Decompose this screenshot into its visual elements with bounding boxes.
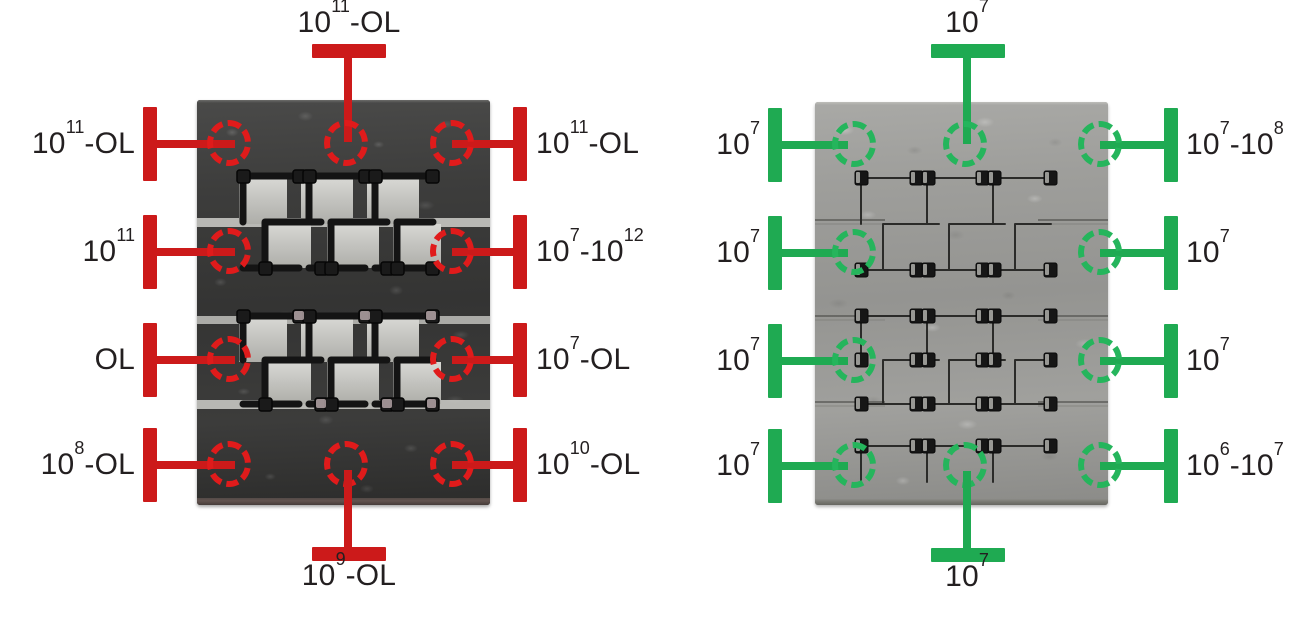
board-surface-texture xyxy=(197,100,490,505)
panel-light-board: 107 107 107-108 107 xyxy=(660,0,1313,618)
board-surface-texture xyxy=(815,102,1108,505)
label-left-row1: 107 xyxy=(716,117,760,161)
probe-ring-left-row4 xyxy=(207,441,251,487)
marker-bar-left-row2 xyxy=(143,215,157,289)
probe-ring-left-row3 xyxy=(207,336,251,382)
panel-dark-board: 1011-OL 1011-OL 1011-OL 1011 xyxy=(31,0,644,592)
label-right-row3: 107-OL xyxy=(536,332,631,376)
marker-lead-left-row4 xyxy=(780,462,848,470)
marker-lead-right-row4 xyxy=(452,461,514,469)
marker-bar-left-row4 xyxy=(768,429,782,503)
marker-lead-bottom xyxy=(344,470,352,550)
marker-lead-bottom xyxy=(963,471,971,551)
marker-lead-right-row1 xyxy=(1100,141,1166,149)
probe-ring-right-row1 xyxy=(1078,121,1122,167)
marker-lead-right-row4 xyxy=(1100,462,1166,470)
marker-bar-right-row1 xyxy=(1164,108,1178,182)
probe-ring-left-row1 xyxy=(832,121,876,167)
label-top: 107 xyxy=(945,0,989,39)
marker-lead-left-row3 xyxy=(780,357,848,365)
marker-bar-bottom xyxy=(931,548,1005,562)
label-right-row2: 107-1012 xyxy=(536,224,644,268)
board-top-edge xyxy=(815,102,1108,105)
label-left-row4: 107 xyxy=(716,438,760,482)
marker-lead-left-row1 xyxy=(780,141,848,149)
probe-ring-top xyxy=(324,120,368,166)
marker-bar-right-row3 xyxy=(1164,324,1178,398)
probe-ring-left-row4 xyxy=(832,442,876,488)
marker-bar-right-row4 xyxy=(1164,429,1178,503)
marker-bar-right-row1 xyxy=(513,107,527,181)
label-left-row3: 107 xyxy=(716,333,760,377)
marker-bar-right-row2 xyxy=(1164,216,1178,290)
label-right-row3: 107 xyxy=(1186,333,1230,377)
label-left-row1: 1011-OL xyxy=(31,116,135,160)
probe-ring-right-row1 xyxy=(430,120,474,166)
marker-lead-right-row3 xyxy=(452,356,514,364)
label-right-row2: 107 xyxy=(1186,225,1230,269)
board-top-edge xyxy=(197,100,490,103)
marker-bar-left-row3 xyxy=(143,323,157,397)
marker-lead-left-row1 xyxy=(155,140,235,148)
label-bottom: 109-OL xyxy=(301,548,397,592)
dark-circuit-board-photo xyxy=(197,100,490,505)
marker-bar-top xyxy=(312,44,386,58)
marker-bar-top xyxy=(931,44,1005,58)
marker-lead-top xyxy=(344,56,352,142)
probe-ring-right-row3 xyxy=(430,336,474,382)
probe-ring-left-row3 xyxy=(832,337,876,383)
probe-ring-right-row4 xyxy=(430,441,474,487)
light-board-circuit-traces xyxy=(815,170,1108,483)
marker-lead-left-row4 xyxy=(155,461,235,469)
marker-lead-right-row3 xyxy=(1100,357,1166,365)
probe-ring-right-row3 xyxy=(1078,337,1122,383)
marker-lead-left-row2 xyxy=(155,248,235,256)
label-left-row2: 107 xyxy=(716,225,760,269)
marker-lead-right-row1 xyxy=(452,140,514,148)
label-bottom: 107 xyxy=(945,549,989,593)
marker-bar-left-row1 xyxy=(768,108,782,182)
label-left-row3: OL xyxy=(94,343,135,376)
marker-bar-bottom xyxy=(312,547,386,561)
marker-lead-right-row2 xyxy=(452,248,514,256)
label-top: 1011-OL xyxy=(297,0,401,39)
probe-ring-right-row4 xyxy=(1078,442,1122,488)
light-circuit-board-photo xyxy=(815,102,1108,505)
marker-bar-right-row4 xyxy=(513,428,527,502)
probe-ring-right-row2 xyxy=(1078,229,1122,275)
marker-lead-top xyxy=(963,56,971,144)
marker-bar-left-row1 xyxy=(143,107,157,181)
marker-bar-left-row2 xyxy=(768,216,782,290)
probe-ring-top xyxy=(943,121,987,167)
probe-ring-right-row2 xyxy=(430,228,474,274)
probe-ring-left-row2 xyxy=(832,229,876,275)
label-right-row4: 1010-OL xyxy=(536,437,641,481)
label-left-row4: 108-OL xyxy=(40,437,135,481)
label-left-row2: 1011 xyxy=(82,224,135,268)
board-bottom-edge xyxy=(815,499,1108,505)
marker-bar-right-row2 xyxy=(513,215,527,289)
marker-bar-right-row3 xyxy=(513,323,527,397)
marker-lead-left-row2 xyxy=(780,249,848,257)
marker-lead-left-row3 xyxy=(155,356,235,364)
label-right-row1: 1011-OL xyxy=(536,116,640,160)
marker-bar-left-row4 xyxy=(143,428,157,502)
board-bottom-edge xyxy=(197,498,490,505)
marker-lead-right-row2 xyxy=(1100,249,1166,257)
probe-ring-left-row2 xyxy=(207,228,251,274)
probe-ring-left-row1 xyxy=(207,120,251,166)
dark-board-circuit-traces xyxy=(197,169,490,412)
label-right-row4: 106-107 xyxy=(1186,438,1284,482)
label-right-row1: 107-108 xyxy=(1186,117,1284,161)
marker-bar-left-row3 xyxy=(768,324,782,398)
